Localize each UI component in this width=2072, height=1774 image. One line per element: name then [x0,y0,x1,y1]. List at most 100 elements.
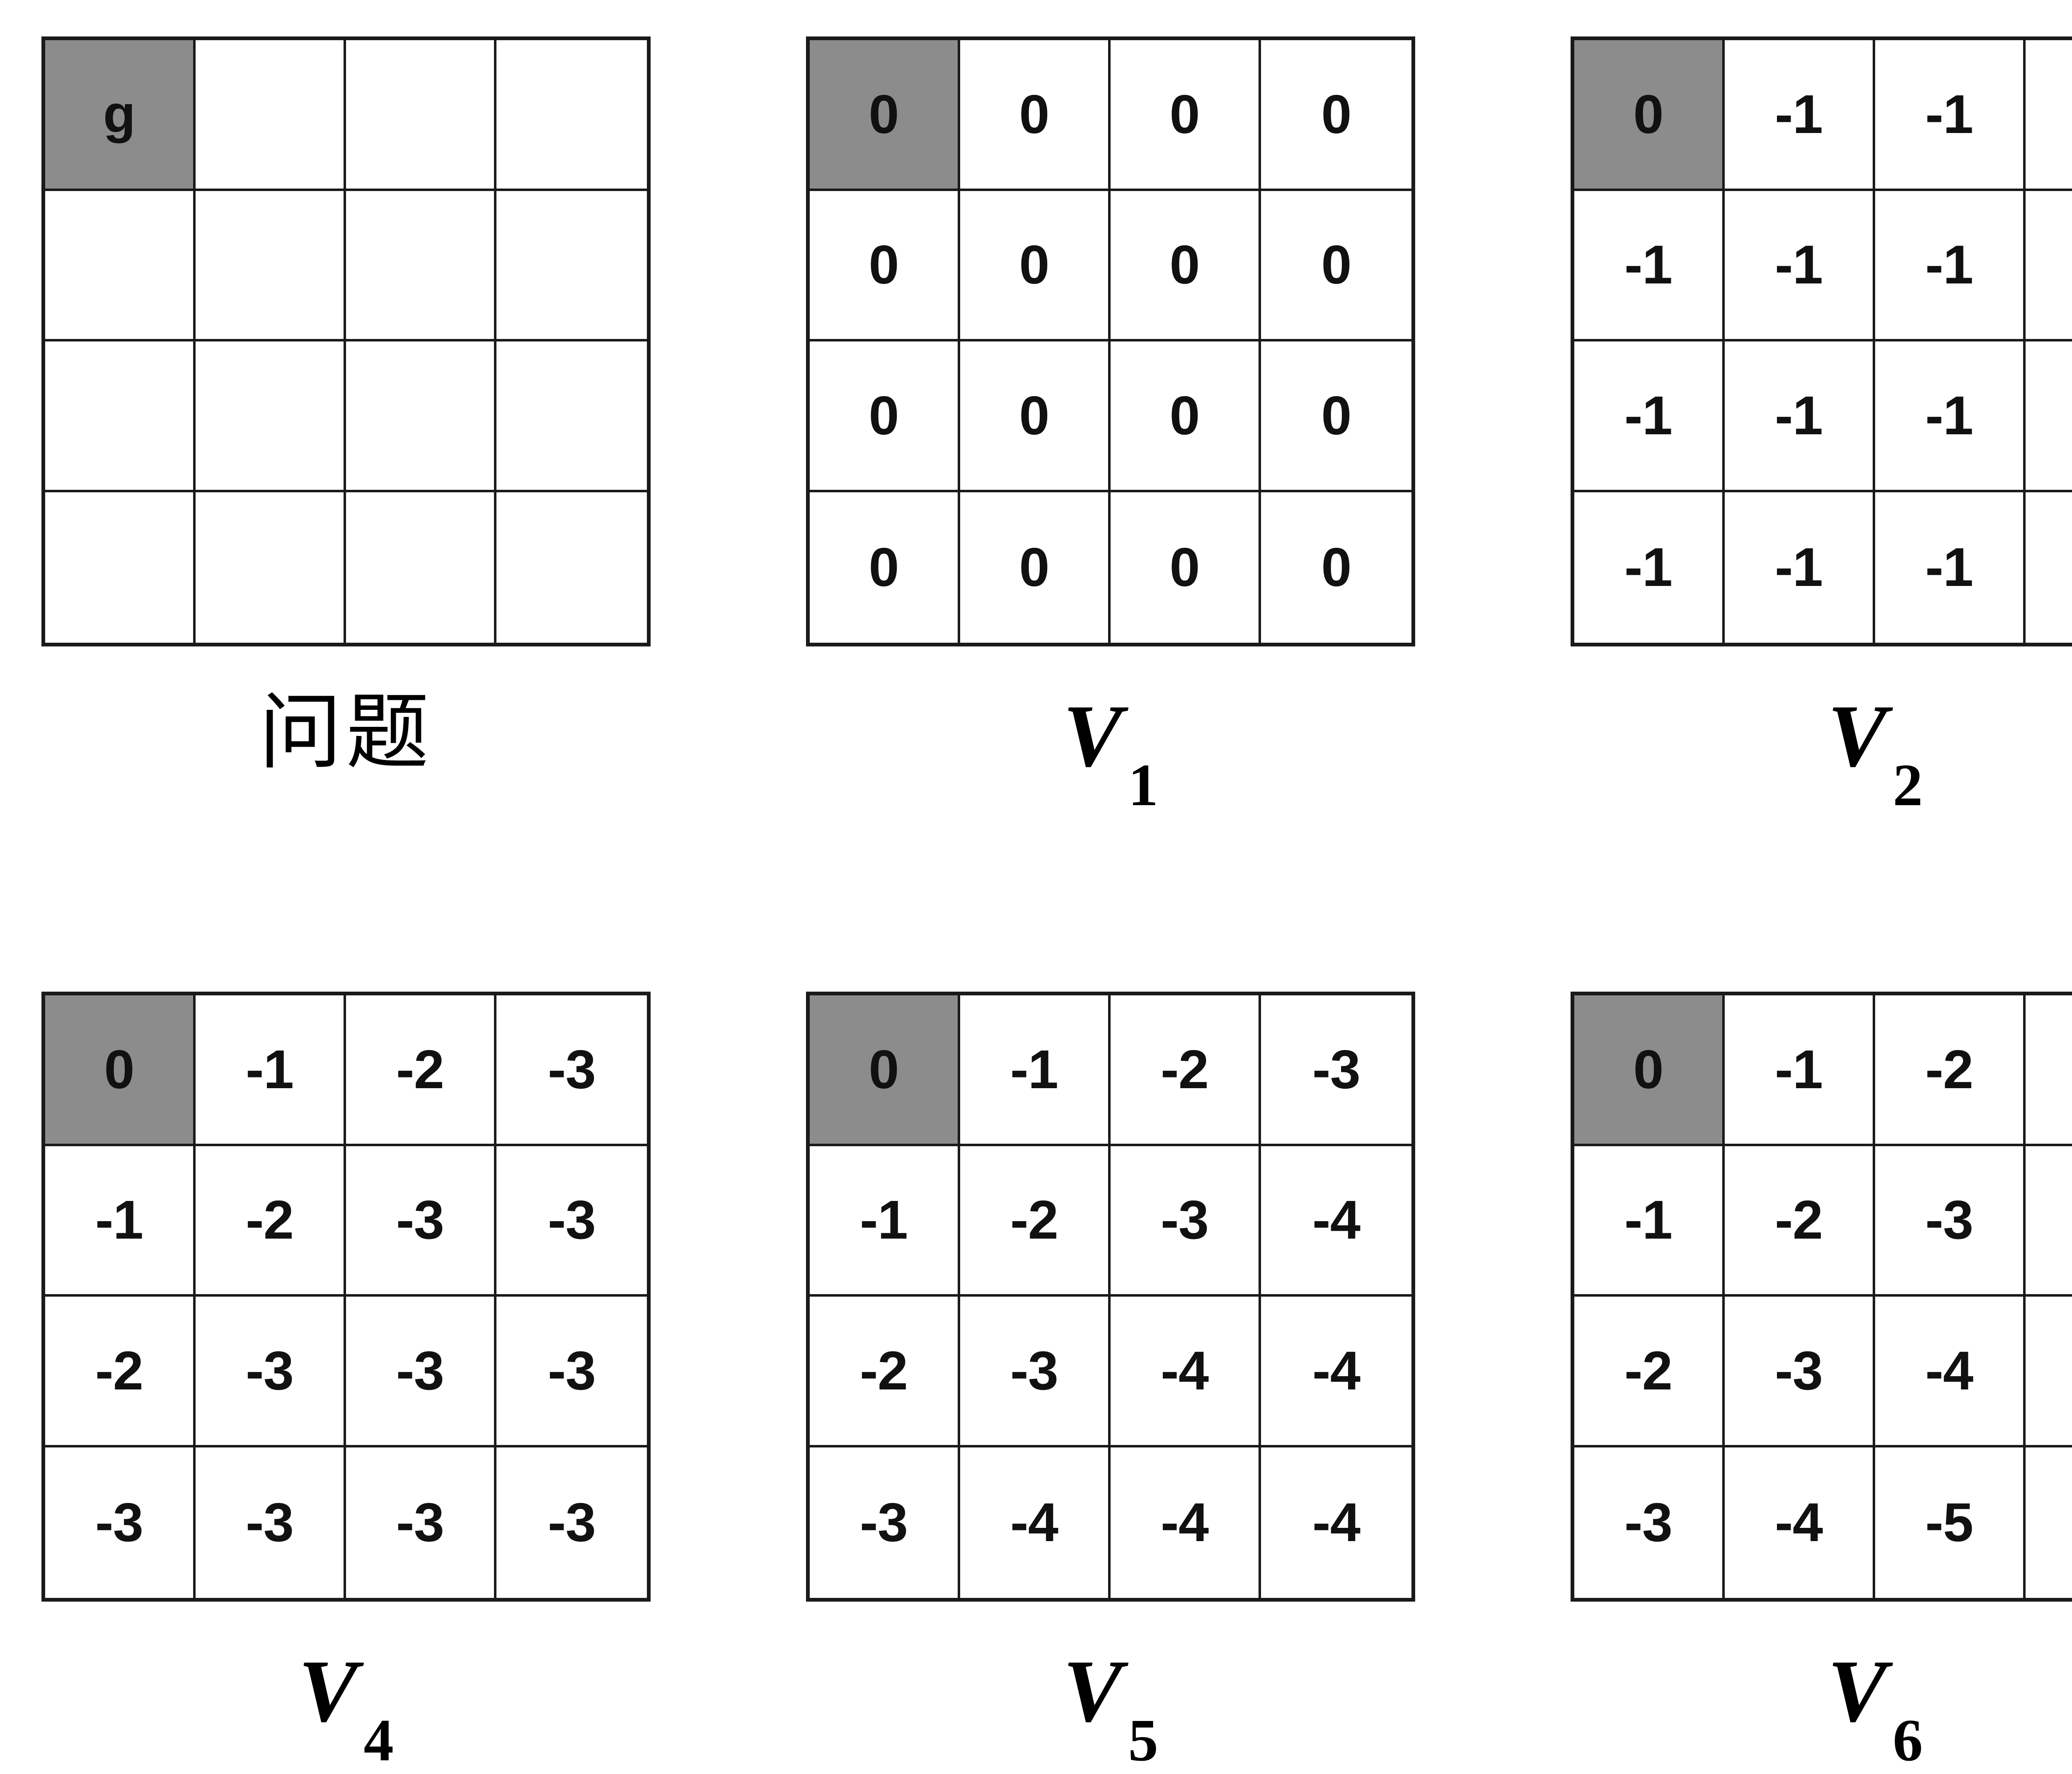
grid-cell [346,40,496,191]
caption-symbol: V [1828,686,1887,785]
grid-cell: -3 [1574,1447,1725,1598]
grid-cell: -5 [2026,1447,2072,1598]
grid-cell: -1 [1574,191,1725,341]
grid-cell: -3 [196,1297,346,1447]
grid-cell: -1 [2026,341,2072,492]
grid-cell: -1 [196,995,346,1146]
value-grid-v5: 0-1-2-3-1-2-3-4-2-3-4-4-3-4-4-4 [806,992,1415,1602]
caption-symbol: V [1063,686,1123,785]
grid-cell: -1 [1725,492,1875,643]
grid-cell: -1 [1574,341,1725,492]
grid-cell: -5 [2026,1297,2072,1447]
grid-cell: 0 [810,191,960,341]
grid-cell: -1 [1875,341,2026,492]
grid-cell: -1 [1725,995,1875,1146]
value-grid-problem: g [41,36,651,646]
grid-cell: -1 [1574,1146,1725,1297]
grid-cell [45,191,196,341]
value-grid-v4: 0-1-2-3-1-2-3-3-2-3-3-3-3-3-3-3 [41,992,651,1602]
caption-subscript: 2 [1893,752,1923,818]
grid-cell: -1 [1875,40,2026,191]
grid-cell: -3 [496,1146,647,1297]
grid-cell: 0 [1111,191,1261,341]
grid-cell: -3 [346,1297,496,1447]
grid-cell: -5 [1875,1447,2026,1598]
grid-cell: 0 [1111,492,1261,643]
grid-cell [346,341,496,492]
grid-cell: -2 [346,995,496,1146]
grid-cell: 0 [1574,995,1725,1146]
grid-cell: -3 [810,1447,960,1598]
panel-v2: 0-1-1-1-1-1-1-1-1-1-1-1-1-1-1-1V2 [1571,36,2072,816]
panel-caption-problem: 问题 [259,691,433,799]
grid-cell: 0 [45,995,196,1146]
grid-cell [496,191,647,341]
grid-cell: -3 [1111,1146,1261,1297]
grid-cell: -2 [1111,995,1261,1146]
value-grid-v2: 0-1-1-1-1-1-1-1-1-1-1-1-1-1-1-1 [1571,36,2072,646]
value-grid-v6: 0-1-2-3-1-2-3-4-2-3-4-5-3-4-5-5 [1571,992,2072,1602]
grid-cell: -1 [960,995,1111,1146]
grid-cell: -3 [496,995,647,1146]
grid-cell: -1 [1725,40,1875,191]
caption-label: 问题 [259,684,433,781]
grid-cell: -1 [2026,191,2072,341]
grid-cell: -3 [1875,1146,2026,1297]
grid-cell [196,40,346,191]
grid-cell: -3 [346,1146,496,1297]
caption-subscript: 6 [1893,1707,1923,1774]
grid-cell [45,341,196,492]
grid-cell: 0 [1574,40,1725,191]
grid-cell: -3 [496,1447,647,1598]
caption-symbol: V [298,1641,358,1740]
grid-cell: -1 [45,1146,196,1297]
grid-cell [496,40,647,191]
grid-cell: -4 [1261,1146,1411,1297]
grid-cell: -3 [960,1297,1111,1447]
grid-cell: 0 [960,40,1111,191]
grid-cell: -3 [45,1447,196,1598]
caption-subscript: 4 [363,1707,394,1774]
grid-cell: -2 [810,1297,960,1447]
grid-cell: -3 [2026,995,2072,1146]
grid-cell: -3 [196,1447,346,1598]
grid-cell: 0 [1261,191,1411,341]
grid-cell [196,341,346,492]
grid-cell: -2 [1875,995,2026,1146]
caption-subscript: 5 [1128,1707,1158,1774]
grid-cell: 0 [960,191,1111,341]
grid-cell [196,191,346,341]
panel-v6: 0-1-2-3-1-2-3-4-2-3-4-5-3-4-5-5V6 [1571,992,2072,1771]
caption-symbol: V [1063,1641,1123,1740]
grid-cell: 0 [1261,341,1411,492]
grid-cell: -4 [1261,1447,1411,1598]
grid-cell: -4 [1111,1447,1261,1598]
grid-cell [45,492,196,643]
grid-cell: 0 [1111,40,1261,191]
grid-cell: -2 [196,1146,346,1297]
grid-cell: -4 [1725,1447,1875,1598]
caption-symbol: V [1828,1641,1887,1740]
grid-cell: 0 [1261,40,1411,191]
grid-cell: -1 [1875,191,2026,341]
grid-cell: -3 [346,1447,496,1598]
grid-cell: -1 [1875,492,2026,643]
grid-cell: 0 [1111,341,1261,492]
grid-cell [496,492,647,643]
grid-cell: -4 [2026,1146,2072,1297]
grid-cell: 0 [960,341,1111,492]
grid-cell: -4 [1875,1297,2026,1447]
grid-cell: -2 [1574,1297,1725,1447]
caption-subscript: 1 [1128,752,1158,818]
grid-cell: -2 [1725,1146,1875,1297]
